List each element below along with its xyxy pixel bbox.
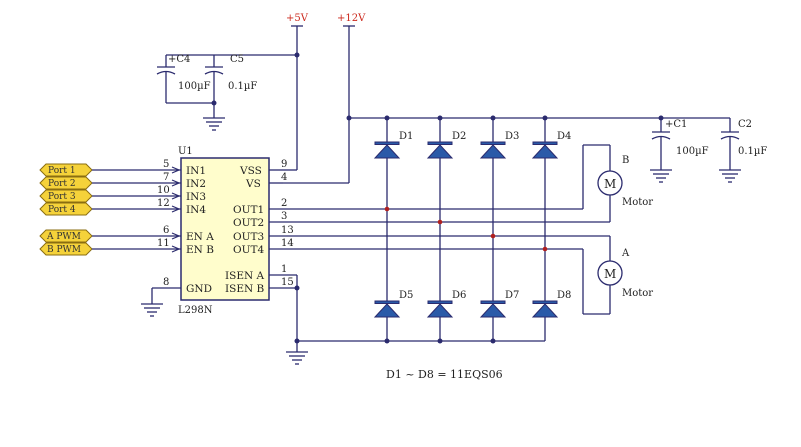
capacitor-c2: C2 0.1µF: [720, 118, 767, 170]
port-a-pwm-label: A PWM: [46, 232, 81, 242]
pin-num-1: 1: [281, 264, 287, 275]
pin-num-14: 14: [281, 238, 294, 249]
d7-label: D7: [505, 290, 519, 301]
pin-name-out2: OUT2: [233, 217, 264, 229]
diode-d6: D6: [426, 290, 466, 318]
port-2: Port 2: [39, 176, 140, 190]
d4-label: D4: [557, 131, 571, 142]
power-label-5v: +5V: [286, 13, 309, 24]
pin-num-9: 9: [281, 159, 287, 170]
pin-num-5: 5: [163, 159, 169, 170]
capacitor-c5: C5 0.1µF: [204, 54, 257, 118]
pin-num-12: 12: [157, 198, 170, 209]
diode-d7: D7: [479, 290, 519, 318]
pin-num-3: 3: [281, 211, 287, 222]
pin-name-isena: ISEN A: [225, 270, 265, 282]
motor-a-symbol: M: [604, 267, 616, 281]
pin-name-out1: OUT1: [233, 204, 264, 216]
pin-name-gnd: GND: [186, 283, 212, 295]
d2-label: D2: [452, 131, 466, 142]
port-3: Port 3: [39, 189, 140, 203]
motor-a-name: Motor: [622, 288, 653, 299]
port-a-pwm: A PWM: [39, 229, 140, 243]
pin-num-13: 13: [281, 225, 294, 236]
motor-b-label: B: [622, 155, 629, 166]
pin-name-out3: OUT3: [233, 231, 264, 243]
pin-name-out4: OUT4: [233, 244, 264, 256]
pin-num-7: 7: [163, 172, 169, 183]
motor-b-symbol: M: [604, 177, 616, 191]
pin-name-enb: EN B: [186, 244, 214, 256]
c4-ref: +C4: [168, 54, 190, 65]
c5-ref: C5: [230, 54, 244, 65]
ground-symbol-bottom: [286, 351, 308, 365]
capacitor-c1: +C1 100µF: [651, 115, 709, 170]
port-1-label: Port 1: [48, 166, 76, 176]
port-b-pwm-label: B PWM: [47, 245, 81, 255]
port-2-label: Port 2: [48, 179, 76, 189]
pin-num-2: 2: [281, 198, 287, 209]
chip-ref: U1: [178, 146, 193, 157]
chip-part: L298N: [178, 305, 213, 316]
c4-value: 100µF: [178, 81, 211, 92]
port-4-label: Port 4: [48, 205, 76, 215]
diode-d3: D3: [479, 131, 519, 159]
c1-value: 100µF: [676, 146, 709, 157]
d5-label: D5: [399, 290, 413, 301]
motor-b-name: Motor: [622, 197, 653, 208]
port-3-label: Port 3: [48, 192, 76, 202]
power-label-12v: +12V: [337, 13, 366, 24]
pin-name-vs: VS: [245, 178, 261, 190]
d8-label: D8: [557, 290, 571, 301]
motor-b: M B Motor: [582, 144, 653, 223]
pin-name-ena: EN A: [186, 231, 214, 243]
ground-symbol-c1: [650, 169, 672, 183]
pin-num-10: 10: [157, 185, 170, 196]
d3-label: D3: [505, 131, 519, 142]
diode-d8: D8: [531, 290, 571, 318]
input-arrows: [171, 166, 181, 253]
pin-name-in3: IN3: [186, 191, 206, 203]
pin-name-in2: IN2: [186, 178, 206, 190]
ground-symbol-c2: [719, 169, 741, 183]
diode-d4: D4: [531, 131, 571, 159]
motor-a: M A Motor: [582, 235, 653, 315]
pin-num-15: 15: [281, 277, 294, 288]
pin-name-isenb: ISEN B: [225, 283, 265, 295]
pin-name-in1: IN1: [186, 165, 206, 177]
capacitor-c4: +C4 100µF: [156, 54, 211, 103]
c2-value: 0.1µF: [738, 146, 767, 157]
pin-name-vss: VSS: [239, 165, 262, 177]
pin-num-11: 11: [157, 238, 170, 249]
pin-num-4: 4: [281, 172, 287, 183]
ground-symbol-top: [203, 117, 225, 131]
motor-a-label: A: [621, 248, 630, 259]
c2-ref: C2: [738, 119, 752, 130]
diode-note: D1 ~ D8 = 11EQS06: [386, 368, 503, 381]
ground-symbol-chip: [141, 303, 163, 317]
pin-num-6: 6: [163, 225, 169, 236]
diode-d1: D1: [373, 131, 413, 159]
c5-value: 0.1µF: [228, 81, 257, 92]
d1-label: D1: [399, 131, 413, 142]
c1-ref: +C1: [665, 119, 687, 130]
l298n-chip: [180, 157, 270, 301]
port-4: Port 4: [39, 202, 140, 216]
port-1: Port 1: [39, 163, 140, 177]
diode-d5: D5: [373, 290, 413, 318]
diode-d2: D2: [426, 131, 466, 159]
d6-label: D6: [452, 290, 466, 301]
pin-num-8: 8: [163, 277, 169, 288]
pin-name-in4: IN4: [186, 204, 206, 216]
port-b-pwm: B PWM: [39, 242, 140, 256]
